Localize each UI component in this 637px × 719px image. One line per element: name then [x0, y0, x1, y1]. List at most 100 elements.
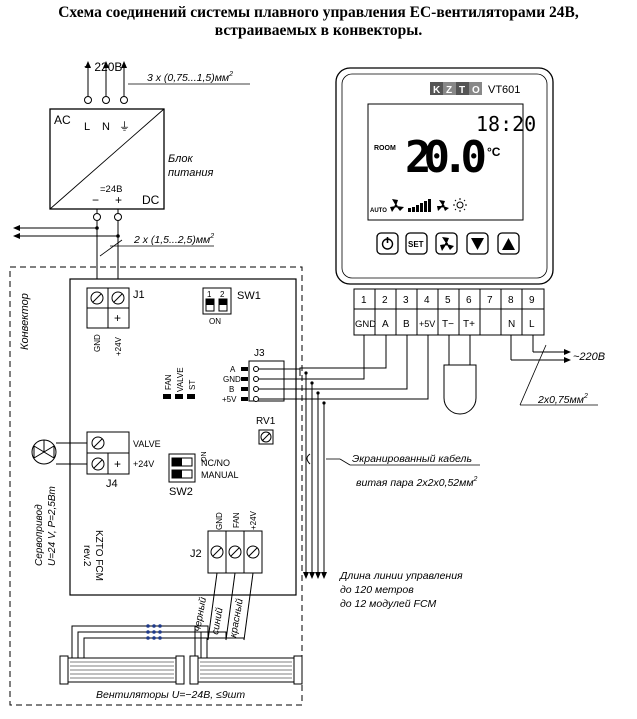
led-fan-label: FAN [164, 374, 173, 390]
svg-text:+24V: +24V [133, 459, 154, 469]
down-button[interactable] [466, 232, 489, 255]
input-cable-label: 3 x (0,75...1,5)мм2 [147, 71, 233, 84]
lcd-auto-label: AUTO [370, 208, 387, 214]
svg-text:L: L [84, 121, 90, 133]
terminal-t-plus-label: T+ [463, 319, 475, 330]
set-button[interactable]: SET [405, 232, 428, 255]
wire-blue-label: синий [210, 606, 226, 635]
temperature-sensor [443, 335, 477, 415]
lcd-fan-small-icon [437, 200, 449, 211]
title-line-2: встраиваемых в конвекторы. [214, 22, 423, 39]
svg-text:9: 9 [529, 295, 535, 306]
svg-text:GND: GND [223, 375, 241, 384]
terminal-dc-plus [114, 213, 122, 221]
fan-2 [189, 655, 303, 685]
j1-label: J1 [133, 289, 145, 301]
terminal-l [84, 96, 92, 104]
convector-label: Конвектор [19, 293, 31, 350]
output-voltage-label: =24В [100, 184, 122, 195]
connector-j1: + J1 GND +24V [86, 287, 145, 356]
svg-text:7: 7 [487, 295, 493, 306]
servo-label-2: U=24 V, P=2,5Вт [47, 486, 58, 566]
led-st-label: ST [188, 380, 197, 390]
board-name: KZTO FCM [93, 530, 104, 581]
svg-text:2: 2 [382, 295, 388, 306]
svg-text:+24V: +24V [114, 336, 123, 356]
power-supply: ~ 220В 3 x (0,75...1,5)мм2 AC L N ⏚ =24В… [49, 60, 250, 221]
lcd-unit: °C [487, 145, 501, 159]
svg-text:4: 4 [424, 295, 430, 306]
mains-right-label: ~220В [573, 351, 605, 363]
dip-switch-sw2[interactable]: ON NC/NO MANUAL SW2 [168, 452, 239, 499]
status-leds: FAN VALVE ST [163, 367, 197, 399]
svg-text:1: 1 [207, 290, 212, 299]
convector-boundary [9, 266, 303, 706]
svg-text:SET: SET [408, 240, 424, 249]
svg-text:VALVE: VALVE [133, 439, 161, 449]
title-line-1: Схема соединений системы плавного управл… [58, 4, 579, 21]
svg-text:NC/NO: NC/NO [201, 458, 230, 468]
fans-caption: Вентиляторы U=−24В, ≤9шт [96, 689, 245, 701]
shielded-cable-label: Экранированный кабель [352, 453, 472, 465]
servo-label-1: Сервопривод [34, 504, 45, 566]
sw1-label: SW1 [237, 290, 261, 302]
j3-label: J3 [254, 348, 265, 359]
lcd-temperature: 20.0 [405, 132, 487, 183]
dc-label: DC [142, 193, 160, 207]
svg-text:GND: GND [215, 512, 224, 530]
terminal-a-label: A [382, 319, 389, 330]
terminal-n [102, 96, 110, 104]
mains-label: ~ 220В [84, 60, 122, 74]
line-length-label-1: Длина линии управления [339, 570, 463, 582]
servo-actuator: Сервопривод U=24 V, P=2,5Вт [31, 439, 87, 566]
svg-text:1: 1 [361, 295, 367, 306]
terminal-5v-label: +5V [419, 319, 435, 329]
svg-text:GND: GND [93, 334, 102, 352]
svg-text:ON: ON [201, 452, 208, 463]
svg-text:N: N [102, 121, 110, 133]
connector-j2: GND FAN +24V J2 [190, 510, 263, 574]
svg-text:⏚: ⏚ [119, 120, 130, 133]
mains-right-cable-label: 2х0,75мм2 [537, 393, 588, 406]
j4-label: J4 [106, 478, 118, 490]
lcd-sun-icon [453, 198, 467, 212]
svg-text:+: + [114, 457, 121, 471]
fan-1 [59, 655, 185, 685]
lcd-room-label: ROOM [374, 145, 396, 152]
svg-text:2: 2 [220, 290, 225, 299]
terminal-t-minus-label: T− [442, 319, 454, 330]
connector-j3: J3 A GND B +5V [222, 348, 285, 404]
terminal-dc-minus [93, 213, 101, 221]
svg-text:A: A [230, 365, 236, 374]
up-button[interactable] [497, 232, 520, 255]
svg-text:FAN: FAN [232, 512, 241, 528]
power-button[interactable] [376, 232, 399, 255]
svg-text:MANUAL: MANUAL [201, 470, 239, 480]
line-length-label-2: до 120 метров [340, 584, 414, 596]
terminal-l-label: L [529, 319, 535, 330]
svg-text:+5V: +5V [222, 395, 237, 404]
lcd-speed-bars [408, 199, 431, 212]
connector-j4: + VALVE +24V J4 [86, 431, 161, 490]
svg-text:B: B [229, 385, 234, 394]
twisted-pair-label: витая пара 2х2х0,52мм2 [356, 476, 478, 489]
svg-text:−: − [92, 193, 99, 207]
svg-text:+: + [114, 311, 121, 325]
terminal-b-label: B [403, 319, 410, 330]
ac-label: AC [54, 113, 71, 127]
svg-text:6: 6 [466, 295, 472, 306]
terminal-pe [120, 96, 128, 104]
potentiometer-rv1[interactable]: RV1 [256, 416, 276, 445]
terminal-gnd-label: GND [355, 319, 376, 330]
svg-text:+24V: +24V [249, 510, 258, 530]
svg-text:питания: питания [168, 167, 213, 179]
svg-text:ON: ON [209, 317, 221, 326]
output-cable-label: 2 x (1,5...2,5)мм2 [133, 233, 214, 246]
line-length-label-3: до 12 модулей FCM [340, 598, 437, 610]
svg-text:3: 3 [403, 295, 409, 306]
power-supply-name: Блок [168, 153, 193, 165]
fan-button[interactable] [435, 232, 458, 255]
dip-switch-sw1[interactable]: 1 2 SW1 ON [202, 287, 261, 326]
thermostat-terminal-block: 1 2 3 4 5 6 7 8 9 GND A B +5V T− T+ N L [353, 288, 545, 336]
